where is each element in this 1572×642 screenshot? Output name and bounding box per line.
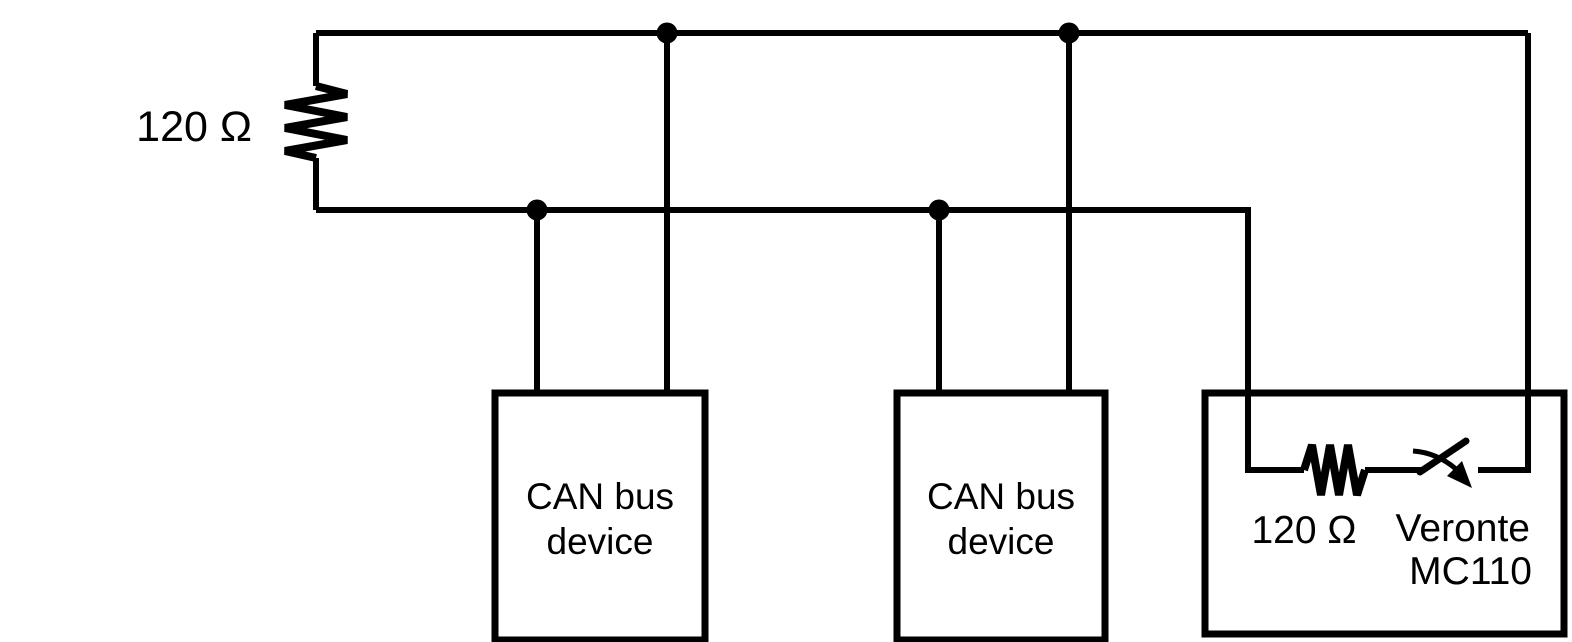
termination-switch-symbol <box>1412 437 1472 488</box>
junction-dot <box>928 199 950 221</box>
can-bus-device-1-box <box>491 389 709 642</box>
can-high-drop-to-autopilot <box>1478 33 1531 473</box>
internal-resistor-label: 120 Ω <box>1251 509 1356 552</box>
device-1-label-line2: device <box>547 521 654 562</box>
can-low-bus-line <box>316 207 1304 473</box>
switch-actuator-arrow-shaft <box>1412 448 1458 471</box>
junction-dot <box>1058 22 1080 44</box>
veronte-mc110-box <box>1201 389 1568 638</box>
device-2-label-line1: CAN bus <box>927 476 1075 517</box>
switch-actuator-arrowhead-icon <box>1447 461 1472 488</box>
autopilot-label-line2: MC110 <box>1409 550 1532 593</box>
junction-dot <box>656 22 678 44</box>
device-2-label-line2: device <box>948 521 1055 562</box>
switch-blade <box>1416 437 1470 476</box>
termination-resistor-label: 120 Ω <box>136 103 252 151</box>
junction-dot <box>526 199 548 221</box>
device-1-label-line1: CAN bus <box>526 476 674 517</box>
autopilot-label-line1: Veronte <box>1396 507 1530 550</box>
can-bus-device-2-box <box>893 389 1109 642</box>
internal-resistor-symbol <box>1300 443 1369 497</box>
termination-resistor-symbol <box>284 82 348 162</box>
